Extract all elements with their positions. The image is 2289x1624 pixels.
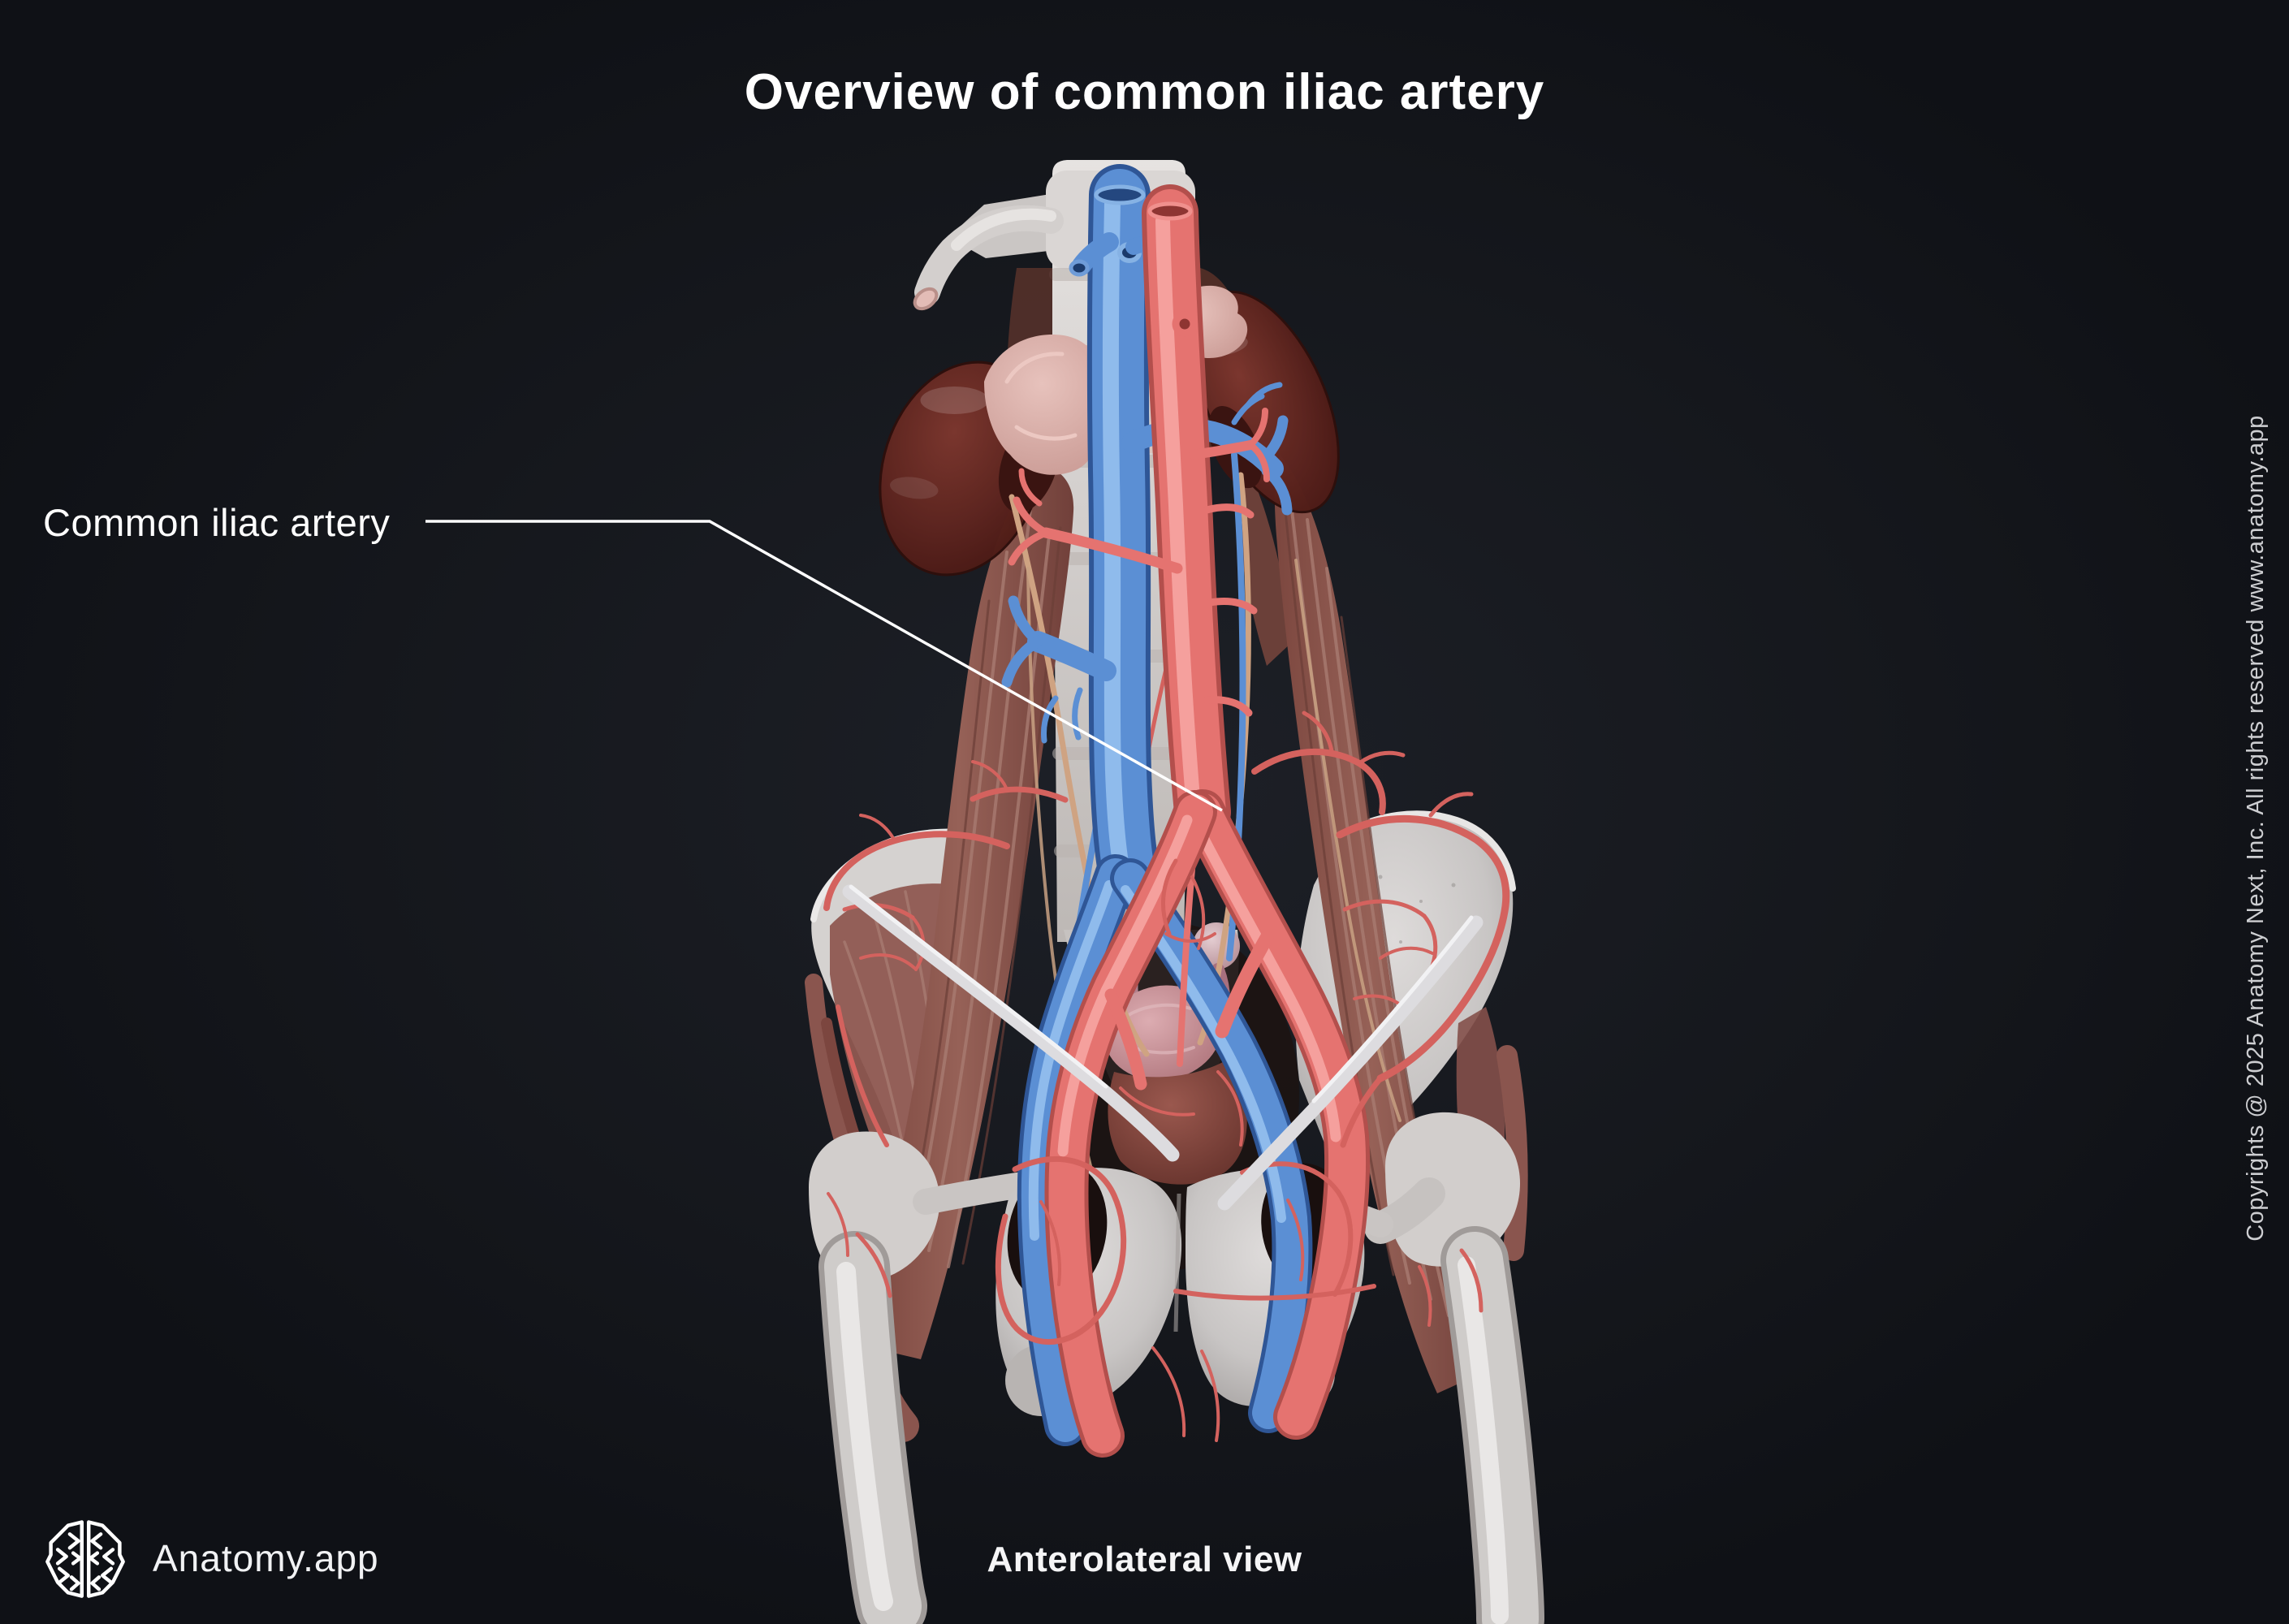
left-hip-and-femur [809, 1131, 940, 1624]
inguinal-ligaments [842, 884, 1484, 1211]
annotation-label-common-iliac-artery: Common iliac artery [43, 501, 391, 544]
brand-footer: Anatomy.app [42, 1514, 379, 1603]
right-hip-and-femur [1364, 1112, 1544, 1624]
view-label: Anterolateral view [987, 1540, 1302, 1579]
brain-logo-icon [42, 1515, 128, 1601]
twelfth-rib [913, 205, 1064, 311]
pelvic-artery-branches [823, 710, 1510, 1442]
page-title: Overview of common iliac artery [744, 63, 1545, 120]
brand-name: Anatomy.app [153, 1537, 379, 1579]
inferior-vena-cava [1069, 164, 1187, 909]
abdominal-aorta [1142, 184, 1258, 1067]
copyright-watermark: Copyrights @ 2025 Anatomy Next, Inc. All… [2243, 415, 2269, 1242]
renal-arteries [1008, 408, 1270, 574]
annotation-leader-line [425, 520, 1223, 812]
